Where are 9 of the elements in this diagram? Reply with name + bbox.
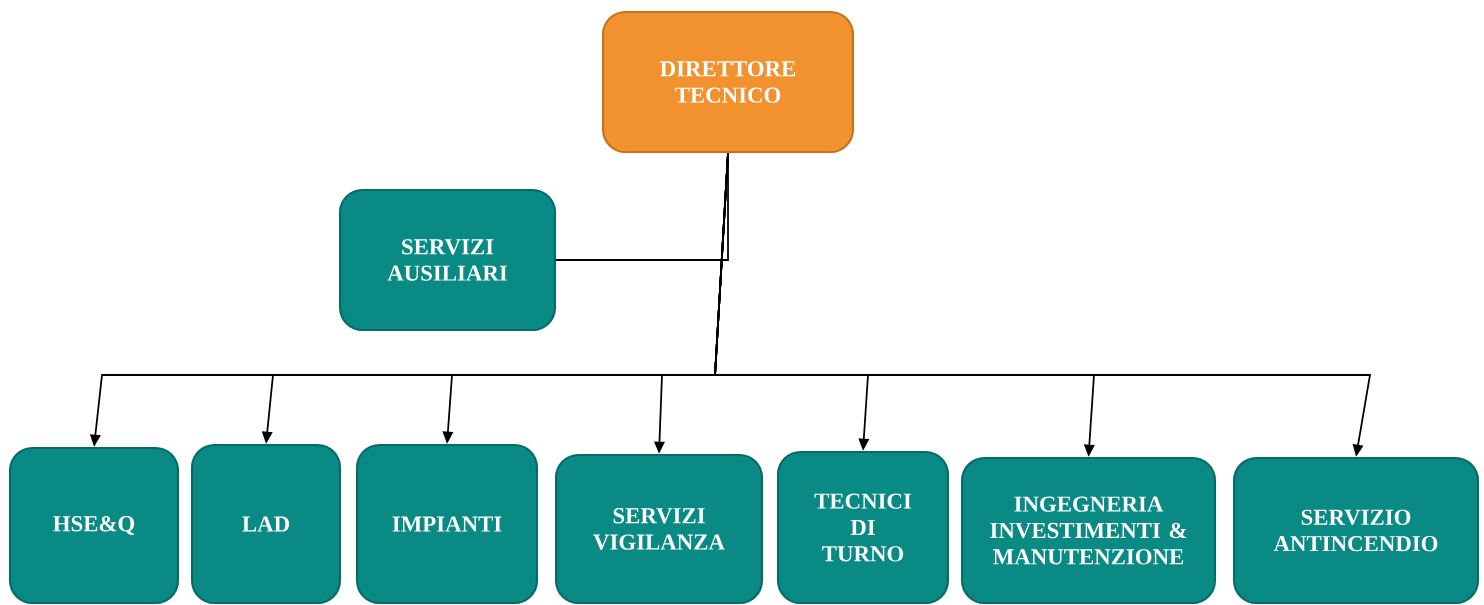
department-box: INGEGNERIA INVESTIMENTI & MANUTENZIONE bbox=[960, 456, 1217, 605]
department-box: LAD bbox=[190, 443, 342, 605]
department-box: HSE&Q bbox=[8, 446, 180, 605]
department-box: SERVIZIO ANTINCENDIO bbox=[1232, 456, 1480, 605]
department-box: SERVIZI AUSILIARI bbox=[339, 188, 557, 332]
department-box: TECNICI DI TURNO bbox=[776, 450, 950, 605]
director-box: DIRETTORE TECNICO bbox=[602, 10, 855, 154]
department-box: SERVIZI VIGILANZA bbox=[554, 453, 764, 605]
department-box: IMPIANTI bbox=[355, 443, 539, 605]
